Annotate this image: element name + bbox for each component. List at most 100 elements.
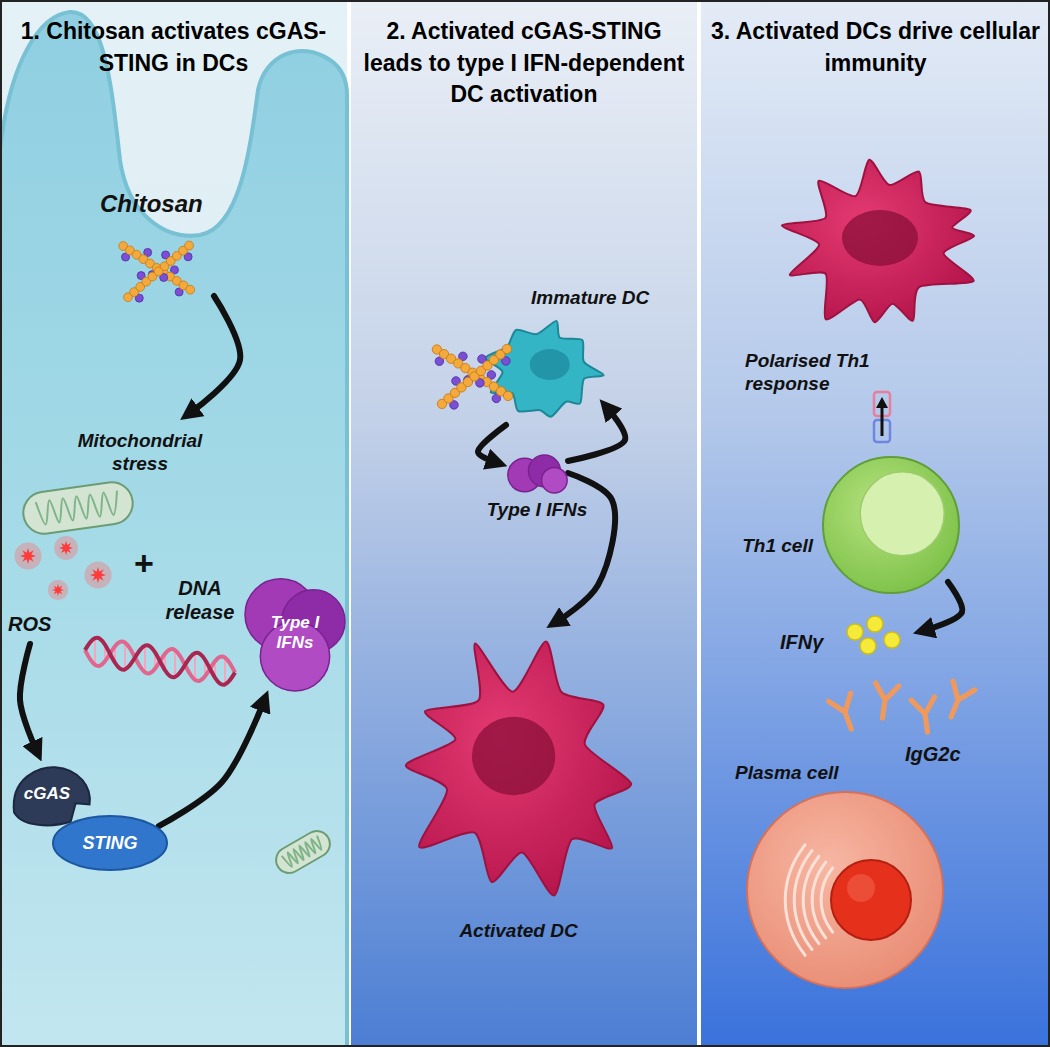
ros-stars-part [90, 567, 106, 583]
antibody-symbol [829, 693, 863, 733]
panel-heading: 1. Chitosan activates cGAS-STING in DCs [14, 16, 334, 79]
sting-protein: STING [52, 815, 168, 871]
immature-dendritic-cell-shape-part [530, 349, 570, 380]
plasma-cell-shape-part [794, 851, 812, 950]
dna-helix-part [94, 637, 96, 666]
dna-helix-part [174, 649, 176, 678]
antibody-symbol [940, 681, 974, 721]
panel-ground [701, 0, 1050, 1047]
antibody-symbol-part [911, 697, 939, 734]
cgas-enzyme-shape-part [14, 767, 90, 825]
plasma-cell-shape-part [785, 845, 805, 956]
annotation-label: Chitosan [100, 190, 203, 219]
th1-cell-shape-part [860, 472, 944, 556]
panel-heading: 2. Activated cGAS-STING leads to type I … [357, 16, 691, 111]
immature-dendritic-cell-shape-part [485, 321, 604, 417]
ros-stars-part [14, 542, 41, 569]
arrow-connector [568, 410, 625, 461]
antibody-symbol-part [871, 683, 899, 720]
arrow-connector [478, 425, 506, 462]
process-arrow [927, 582, 963, 630]
dna-helix-part [85, 638, 235, 685]
mitochondrion [21, 480, 136, 537]
mitochondrion-part [36, 491, 120, 526]
arrow-connector [558, 473, 615, 621]
annotation-label: IFNγ [780, 630, 823, 654]
node-label: Activated DC [459, 920, 577, 943]
ros-stars-part [54, 536, 78, 560]
dna-helix-part [144, 645, 146, 674]
panel-ground [0, 0, 347, 1047]
process-arrow [192, 296, 241, 412]
node-label: Th1 cell [742, 535, 813, 558]
mitochondrion [271, 826, 334, 878]
interferon-cluster-shape [506, 453, 568, 493]
mitochondrion-part [21, 480, 136, 537]
dna-helix [85, 637, 235, 685]
chitosan-molecule-part [502, 344, 511, 353]
immature-dendritic-cell-shape [481, 315, 606, 425]
ros-stars-part [52, 584, 64, 596]
plasma-cell-shape-part [812, 862, 826, 938]
activated-dendritic-cell-shape-part [406, 641, 631, 895]
plasma-cell-shape-part [747, 792, 943, 988]
node-label: STING [82, 833, 137, 854]
panel-band: 1. Chitosan activates cGAS-STING in DCs c… [0, 0, 347, 1047]
annotation-label: IgG2c [905, 742, 961, 766]
dna-helix-part [124, 642, 126, 671]
antibodies [829, 681, 975, 733]
activated-dendritic-cell-part [782, 160, 974, 322]
node-label: Type I IFNs [487, 499, 588, 522]
chitosan-molecule-part [503, 391, 512, 400]
panel-band: 3. Activated DCs drive cellular immunity… [701, 0, 1050, 1047]
arrow-connector [159, 703, 263, 826]
process-arrow [20, 644, 36, 749]
node-label: cGAS [24, 784, 70, 804]
panel-ground [351, 0, 697, 1047]
annotation-label: + [134, 543, 154, 584]
tcr-mhc-interaction-symbol [874, 392, 890, 442]
ifn-gamma-dots-part [884, 632, 900, 648]
ros-stars-part [59, 541, 73, 555]
ifn-gamma-dots-part [860, 638, 876, 654]
plasma-cell: Plasma cell [745, 790, 945, 990]
ros-stars-part [48, 580, 68, 600]
th1-cell: Th1 cell [821, 455, 961, 595]
activated-dendritic-cell: Activated DC [396, 630, 641, 910]
ros-stars [14, 536, 111, 600]
ros-stars-part [84, 561, 111, 588]
tcr-mhc-interaction-symbol-part [876, 397, 888, 408]
annotation-label: ROS [8, 612, 51, 636]
cgas-enzyme: cGAS [10, 766, 92, 828]
interferon-cluster: Type I IFNs [506, 453, 568, 493]
interferon-cluster-shape-part [542, 467, 568, 493]
activated-dendritic-cell [782, 160, 974, 322]
antibody-symbol [871, 683, 899, 720]
activated-dendritic-cell-part [842, 210, 918, 266]
annotation-label: Mitochondrial stress [65, 430, 215, 476]
dendritic-cell-body [0, 12, 347, 1047]
ifn-gamma-dots-part [867, 616, 883, 632]
node-label: Plasma cell [735, 762, 839, 785]
immature-dendritic-cell: Immature DC [481, 315, 606, 425]
chitosan-molecule [432, 344, 513, 409]
tcr-mhc-interaction-symbol-part [881, 406, 884, 436]
chitosan-molecule-part [185, 241, 194, 250]
ifn-gamma-dots [847, 616, 900, 654]
activated-dendritic-cell-shape-part [472, 717, 555, 795]
dna-helix-part [194, 652, 196, 681]
chitosan-molecule-part [186, 285, 195, 294]
mitochondrion-part [282, 836, 324, 869]
th1-cell-shape-part [823, 457, 959, 593]
chitosan-molecule [119, 241, 195, 302]
node-label: Immature DC [531, 287, 649, 310]
activated-dendritic-cell-shape [396, 630, 641, 910]
plasma-cell-shape-part [831, 860, 911, 940]
interferon-cluster: Type I IFNs [244, 575, 346, 691]
plasma-cell-shape-part [803, 856, 819, 943]
th1-cell-shape [821, 455, 961, 595]
sting-protein-shape-part [53, 816, 167, 870]
